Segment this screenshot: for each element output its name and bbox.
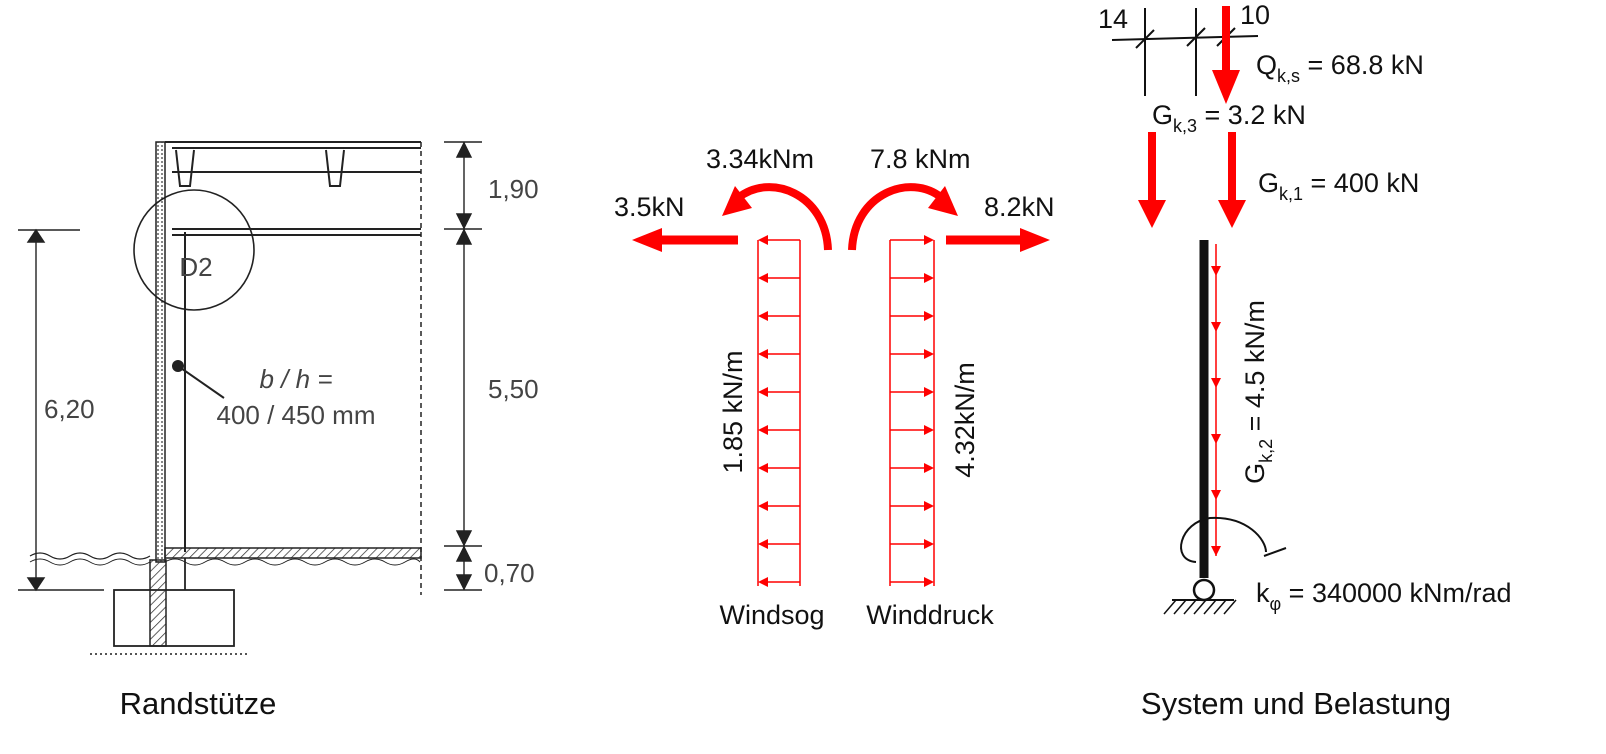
static-system [1111, 6, 1287, 615]
suction-arrowhead [758, 425, 768, 435]
g3-load-arrow [1148, 132, 1156, 202]
suction-arrowhead [758, 311, 768, 321]
self-weight-arrowhead [1211, 378, 1221, 388]
suction-force-arrowhead [632, 228, 662, 252]
pressure-arrowhead [924, 311, 934, 321]
foundation-wall [149, 559, 167, 647]
pressure-caption: Winddruck [866, 600, 994, 630]
suction-arrowhead [758, 387, 768, 397]
pressure-arrowhead [924, 235, 934, 245]
support-hinge [1192, 578, 1216, 602]
snow-load-label: Qk,s = 68.8 kN [1256, 50, 1424, 86]
self-weight-arrowhead [1211, 546, 1221, 556]
foundation [113, 589, 235, 647]
detail-circle [133, 189, 255, 311]
suction-arrowhead [758, 463, 768, 473]
suction-arrowhead [758, 273, 768, 283]
pressure-arrowhead [924, 463, 934, 473]
suction-arrowhead [758, 501, 768, 511]
g2-label: Gk,2 = 4.5 kN/m [1240, 300, 1276, 484]
pressure-force-label: 8.2kN [984, 192, 1055, 222]
detail-label: D2 [179, 252, 212, 282]
leader-line [177, 365, 225, 399]
suction-line-load-label: 1.85 kN/m [718, 350, 748, 473]
section-drawing [18, 141, 482, 655]
pressure-arrowhead [924, 539, 934, 549]
pressure-arrowhead [924, 349, 934, 359]
pressure-moment-arc [848, 183, 945, 251]
pressure-arrowhead [924, 501, 934, 511]
dim-total-label: 6,20 [44, 394, 95, 424]
wind-pressure-load [848, 183, 1050, 587]
dim-bottom-label: 0,70 [484, 558, 535, 588]
beam-dim-right: 10 [1240, 0, 1270, 30]
suction-moment-label: 3.34kNm [706, 144, 814, 174]
suction-moment-arc [735, 183, 832, 251]
wind-suction-load [632, 183, 832, 587]
dim-top-label: 1,90 [488, 174, 539, 204]
column-size-label-2: 400 / 450 mm [217, 400, 376, 430]
suction-arrowhead [758, 349, 768, 359]
self-weight-arrowhead [1211, 266, 1221, 276]
self-weight-arrowhead [1211, 490, 1221, 500]
g3-label: Gk,3 = 3.2 kN [1152, 100, 1306, 136]
edge-wall [155, 141, 166, 563]
suction-line-load-arrows [757, 235, 801, 587]
floor-slab [164, 547, 422, 559]
dim-middle-label: 5,50 [488, 374, 539, 404]
self-weight-arrowhead [1211, 434, 1221, 444]
pressure-line-load-label: 4.32kN/m [950, 362, 980, 478]
g1-load-arrow [1228, 132, 1236, 202]
suction-caption: Windsog [719, 600, 824, 630]
pressure-line-load-arrows [889, 235, 935, 587]
roof-slab [165, 141, 421, 236]
pressure-moment-label: 7.8 kNm [870, 144, 971, 174]
pressure-arrowhead [924, 425, 934, 435]
caption-right: System und Belastung [1141, 686, 1451, 721]
beam-dim-left: 14 [1098, 4, 1128, 34]
support-hatch [1163, 599, 1237, 615]
pressure-arrowhead [924, 577, 934, 587]
suction-moment-arrowhead [722, 186, 752, 216]
caption-left: Randstütze [120, 686, 277, 721]
self-weight-arrows [1211, 244, 1221, 556]
snow-load-arrow [1222, 6, 1230, 72]
dimension-left [18, 228, 104, 592]
pressure-arrowhead [924, 273, 934, 283]
rotational-spring [1180, 516, 1267, 563]
beam-grid [1111, 8, 1259, 96]
suction-force-label: 3.5kN [614, 192, 685, 222]
suction-arrowhead [758, 539, 768, 549]
g1-label: Gk,1 = 400 kN [1258, 168, 1419, 204]
column-size-label-1: b / h = [260, 364, 333, 394]
suction-arrowhead [758, 235, 768, 245]
suction-arrowhead [758, 577, 768, 587]
spring-stiffness-label: kφ = 340000 kNm/rad [1256, 578, 1512, 614]
self-weight-arrowhead [1211, 322, 1221, 332]
point-load-arrows [1138, 6, 1246, 228]
pressure-moment-arrowhead [928, 186, 958, 216]
pressure-arrowhead [924, 387, 934, 397]
pressure-force-arrowhead [1020, 228, 1050, 252]
dimension-right [444, 141, 482, 591]
ground-line [29, 552, 151, 560]
